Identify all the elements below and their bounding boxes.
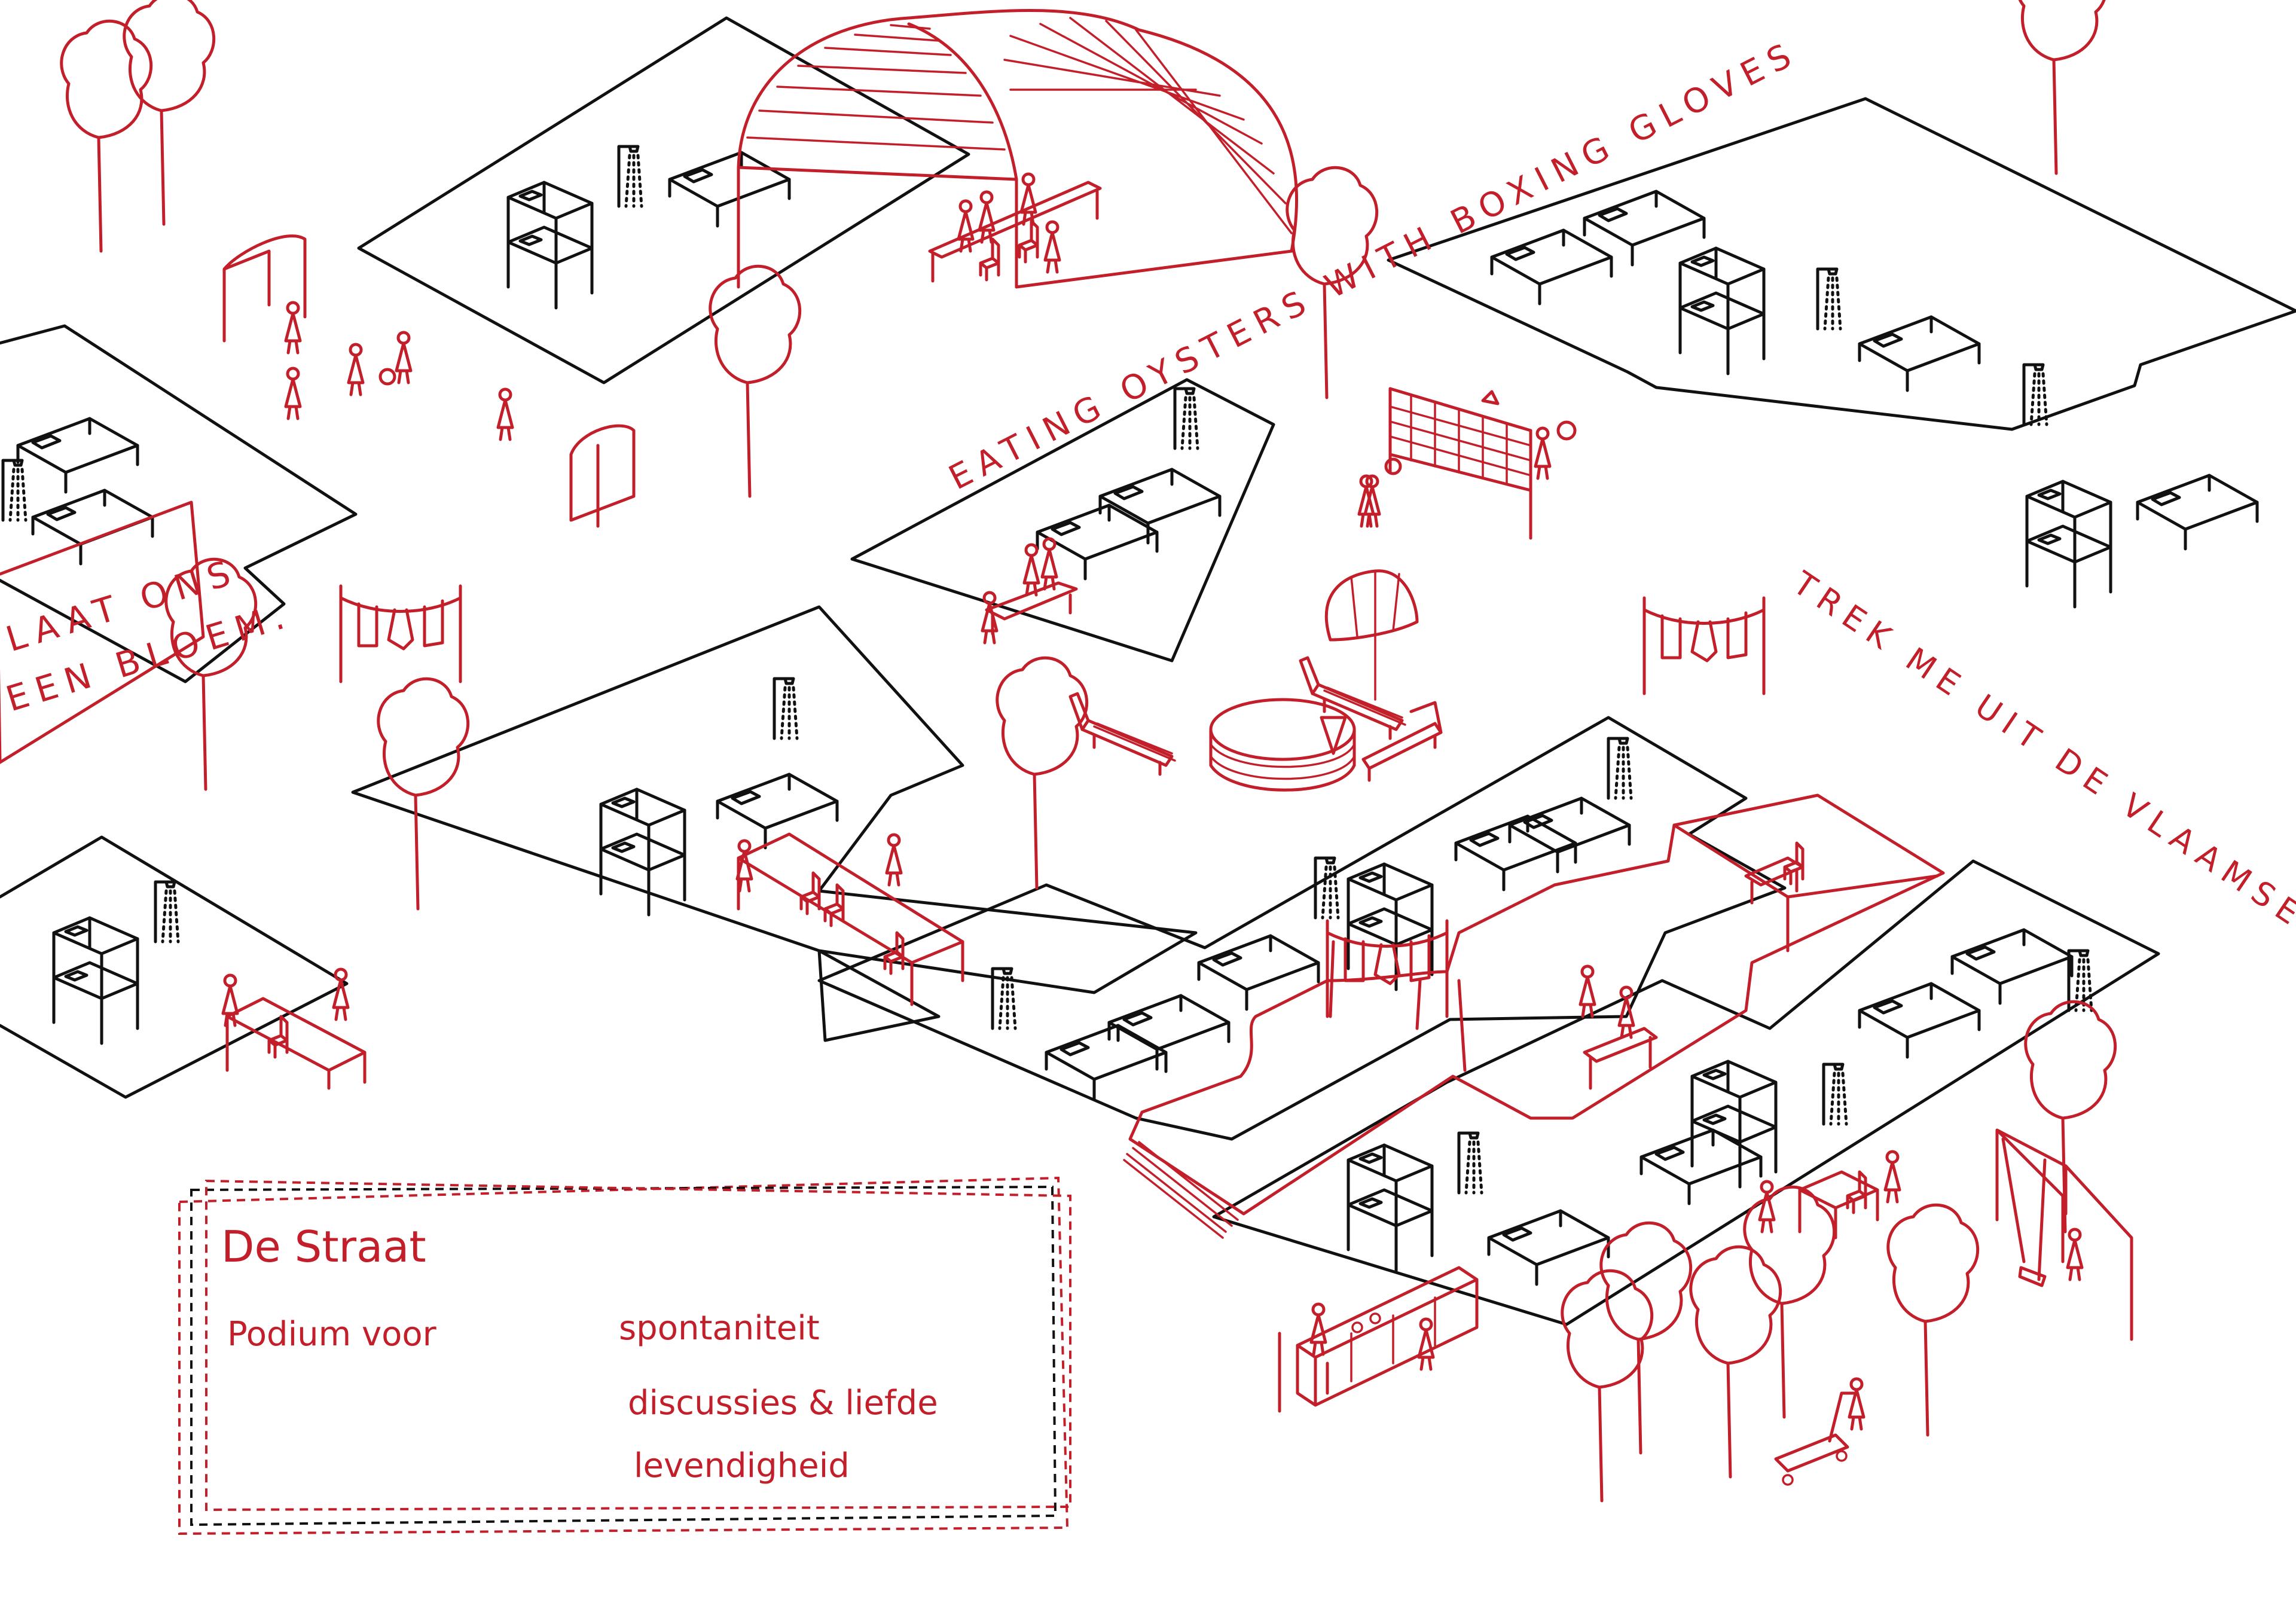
furniture [3,146,2257,1284]
pool-area [985,539,1443,792]
platforms [0,16,2296,1326]
trees [62,0,2115,1501]
legend-item-1: spontaniteit [619,1309,820,1348]
kitchen-counter [1278,1170,1879,1486]
doorway [222,234,307,343]
sun-lounger [1361,701,1443,782]
legend-item-2: discussies & liefde [628,1384,938,1422]
legend-box: De Straat Podium voor spontaniteit discu… [178,1176,1071,1535]
platform-left [0,324,358,683]
doorway [569,424,636,528]
tree [2026,1002,2115,1232]
tree [62,21,151,251]
swing [1995,1128,2133,1341]
platform-right-top [1387,97,2296,431]
tree [378,679,468,909]
long-tables [225,832,964,1090]
tree [1745,1187,1834,1417]
platform-top-center [357,16,970,384]
tree [997,658,1087,888]
laundry-line [1644,598,1764,694]
platform-center-kite [850,378,1275,663]
legend-label: Podium voor [227,1315,437,1354]
volleyball-net [1365,387,1577,540]
tree [1601,1223,1691,1453]
platform-lower-center [817,716,1787,1141]
platform-lower-right [1212,859,2160,1326]
greenhouse-arch [737,9,1299,289]
street-stage [1123,793,1945,1239]
tree [2017,0,2106,173]
laundry-line [341,586,460,682]
umbrella [1325,569,1419,642]
doorway-frames [222,234,636,528]
legend-item-3: levendigheid [634,1446,850,1485]
people-group [223,303,1900,1429]
oysters-annotation: EATING OYSTERS WITH BOXING GLOVES [943,33,1805,497]
tree [710,266,800,496]
platform-mid-left [351,605,1198,1042]
billboard: LAAT ONS EEN BLOEM. [0,500,297,764]
tree [1691,1247,1781,1477]
tree [1888,1205,1978,1435]
platform-bottom-left [0,835,349,1099]
legend-title: De Straat [221,1222,426,1272]
laundry-line [1327,921,1447,1016]
